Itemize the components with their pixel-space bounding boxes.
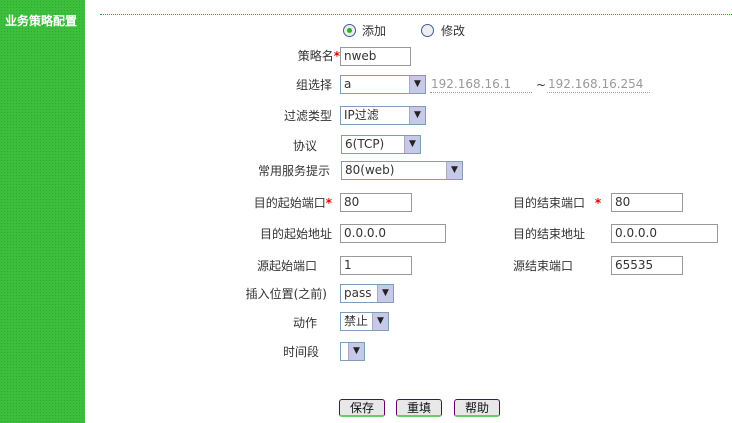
dst-start-addr-input[interactable]: 0.0.0.0 <box>340 224 446 243</box>
dst-end-addr-label: 目的结束地址 <box>513 227 586 241</box>
chevron-down-icon: ▼ <box>409 107 425 124</box>
sidebar-title: 业务策略配置 <box>5 14 78 28</box>
src-start-port-input[interactable]: 1 <box>340 256 412 275</box>
chevron-down-icon: ▼ <box>377 285 393 302</box>
service-select[interactable]: 80(web)▼ <box>341 161 463 180</box>
chevron-down-icon: ▼ <box>446 162 462 179</box>
group-select[interactable]: a▼ <box>340 75 426 94</box>
dst-end-port-input[interactable]: 80 <box>611 193 683 212</box>
radio-modify-label: 修改 <box>441 24 466 38</box>
time-select[interactable]: ▼ <box>340 342 365 361</box>
sidebar: 业务策略配置 <box>0 0 85 423</box>
src-start-port-label: 源起始端口 <box>256 259 317 273</box>
radio-modify[interactable] <box>421 24 434 37</box>
insert-position-select[interactable]: pass▼ <box>340 284 394 303</box>
service-label: 常用服务提示 <box>257 164 330 178</box>
policy-name-label: 策略名* <box>297 49 340 63</box>
radio-add[interactable] <box>343 24 356 37</box>
dst-start-addr-label: 目的起始地址 <box>259 227 332 241</box>
chevron-down-icon: ▼ <box>409 76 425 93</box>
ip-range-separator: ~ <box>536 78 547 92</box>
action-label: 动作 <box>292 316 317 330</box>
src-end-port-label: 源结束端口 <box>513 259 574 273</box>
chevron-down-icon: ▼ <box>372 313 388 330</box>
dst-start-port-label: 目的起始端口* <box>253 196 332 210</box>
group-label: 组选择 <box>295 78 332 92</box>
protocol-label: 协议 <box>292 139 317 153</box>
save-button[interactable]: 保存 <box>339 399 385 417</box>
chevron-down-icon: ▼ <box>404 136 420 153</box>
dst-end-port-label: 目的结束端口 * <box>513 196 602 210</box>
policy-name-input[interactable]: nweb <box>340 47 411 66</box>
divider <box>100 14 732 15</box>
action-select[interactable]: 禁止▼ <box>340 312 389 331</box>
dst-start-port-input[interactable]: 80 <box>340 193 412 212</box>
src-end-port-input[interactable]: 65535 <box>611 256 683 275</box>
protocol-select[interactable]: 6(TCP)▼ <box>341 135 421 154</box>
time-label: 时间段 <box>282 345 319 359</box>
group-ip-end: 192.168.16.254 <box>547 76 650 93</box>
filter-type-select[interactable]: IP过滤▼ <box>340 106 426 125</box>
filter-type-label: 过滤类型 <box>283 109 332 123</box>
group-ip-start: 192.168.16.1 <box>430 76 532 93</box>
chevron-down-icon: ▼ <box>348 343 364 360</box>
reset-button[interactable]: 重填 <box>396 399 442 417</box>
insert-position-label: 插入位置(之前) <box>245 287 327 301</box>
help-button[interactable]: 帮助 <box>454 399 500 417</box>
radio-add-label: 添加 <box>362 24 387 38</box>
dst-end-addr-input[interactable]: 0.0.0.0 <box>611 224 718 243</box>
